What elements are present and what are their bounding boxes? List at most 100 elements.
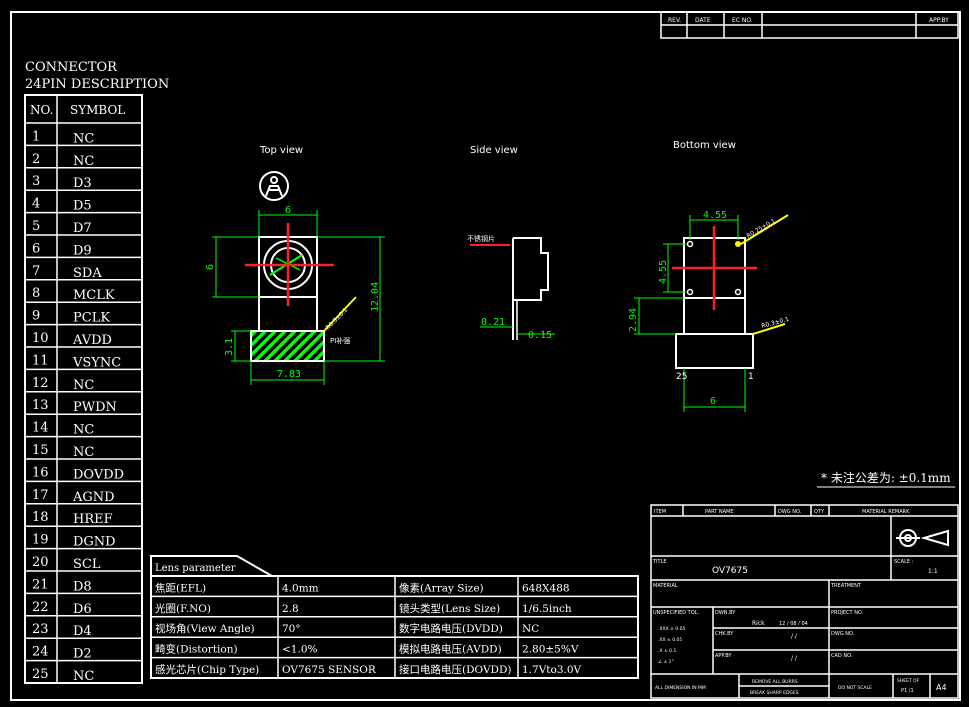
pin-symbol: DGND	[73, 535, 116, 550]
pin-no: 17	[32, 488, 49, 503]
tb-treatment-label: TREATMENT	[830, 583, 862, 589]
lens-cell-k2: 像素(Array Size)	[399, 581, 484, 594]
lens-title: Lens parameter	[155, 563, 236, 574]
lens-cell-v2: 1/6.5inch	[522, 603, 572, 615]
revision-block	[660, 11, 959, 39]
tb-dwg-no: DWG NO.	[778, 509, 802, 515]
lens-cell-v1: 2.8	[282, 603, 299, 615]
pin-no: 12	[32, 376, 49, 391]
bottom-dim-top: 4.55	[703, 210, 727, 221]
pin-symbol: PCLK	[73, 311, 110, 326]
pin-symbol: D6	[73, 602, 92, 617]
tb-sheet-of: SHEET OF	[897, 678, 920, 684]
top-dim-pcb-h: 3.1	[224, 338, 235, 356]
lens-cell-v2: 1.7Vto3.0V	[522, 664, 582, 676]
pin-symbol: NC	[73, 445, 94, 460]
pin-no: 18	[32, 510, 49, 525]
lens-cell-k2: 数字电路电压(DVDD)	[399, 622, 503, 635]
pin-symbol: MCLK	[73, 288, 115, 303]
tb-project-no: PROJECT NO.	[831, 610, 864, 616]
tb-sheet-val: P1 /1	[901, 688, 914, 694]
pin-symbol: HREF	[73, 512, 113, 527]
tb-title-value: OV7675	[712, 566, 748, 576]
bottom-pin-right: 1	[748, 372, 754, 382]
pcb-hatch-area	[250, 330, 325, 362]
projection-symbol-icon	[896, 529, 949, 547]
tb-scale-value: 1:1	[928, 568, 938, 575]
lens-cell-v1: <1.0%	[282, 644, 317, 656]
pin-symbol: NC	[73, 378, 94, 393]
tolerance-note: * 未注公差为: ±0.1mm	[821, 470, 951, 485]
pin-no: 2	[32, 152, 40, 167]
lens-cell-k1: 视场角(View Angle)	[155, 622, 255, 635]
pin-no: 3	[32, 174, 40, 189]
pin-symbol: NC	[73, 669, 94, 684]
tb-edges: BREAK SHARP EDGES	[750, 690, 799, 696]
bottom-dim-width: 6	[710, 396, 716, 407]
bottom-note-a: R0.25±0.1	[746, 218, 777, 240]
pin-symbol: AVDD	[72, 333, 112, 348]
tb-chk-by: CHK.BY	[715, 631, 734, 637]
bottom-view: Bottom view 4.55 4.55	[628, 140, 790, 412]
side-view-label: Side view	[470, 145, 518, 156]
appby-label: APP.BY	[929, 17, 949, 24]
lens-cell-k1: 光圈(F.NO)	[155, 602, 211, 615]
pin-no: 24	[32, 645, 49, 660]
bottom-view-label: Bottom view	[673, 140, 736, 151]
tb-cad-no: CAD NO.	[831, 653, 853, 659]
date-label: DATE	[695, 17, 711, 24]
lens-cell-v1: 70°	[282, 623, 301, 635]
tb-tol-row-1: .XXX ± 0.05	[658, 626, 685, 632]
pin-symbol: D2	[73, 647, 92, 662]
pin-no: 1	[32, 129, 40, 144]
pin-symbol: NC	[73, 131, 94, 146]
top-view-label: Top view	[259, 145, 303, 156]
pin-no: 19	[32, 533, 49, 548]
pin-symbol: SDA	[73, 266, 102, 281]
top-pi-note: PI补强	[330, 336, 350, 345]
pin-symbol: PWDN	[73, 400, 117, 415]
bottom-dim-pcb: 2.94	[628, 308, 639, 332]
ecno-label: EC NO.	[732, 17, 753, 24]
side-note: 不锈钢片	[467, 234, 495, 243]
pin-no: 11	[32, 353, 49, 368]
pin-symbol: VSYNC	[72, 355, 121, 370]
lens-cell-v1: 4.0mm	[282, 582, 319, 594]
pin-no: 4	[32, 197, 40, 212]
lens-cell-k2: 镜头类型(Lens Size)	[399, 602, 500, 615]
top-dim-height: 6	[205, 264, 216, 270]
pin-no: 15	[32, 443, 49, 458]
lens-cell-k2: 模拟电路电压(AVDD)	[399, 643, 502, 656]
pin-col-no: NO.	[30, 103, 53, 117]
tb-dwn-name: Rick	[752, 620, 765, 627]
pin-symbol: DOVDD	[73, 467, 124, 482]
pin-no: 10	[32, 331, 49, 346]
pin-no: 6	[32, 241, 40, 256]
bottom-dim-side: 4.55	[658, 260, 669, 284]
tb-app-date: / /	[791, 655, 798, 662]
pin-symbol: D8	[73, 579, 92, 594]
pin-no: 23	[32, 622, 49, 637]
pin-no: 22	[32, 600, 49, 615]
pin-no: 5	[32, 219, 40, 234]
pin-symbol: D3	[73, 176, 92, 191]
tb-title-label: TITLE	[652, 559, 667, 565]
bottom-pin-left: 25	[676, 372, 687, 382]
lens-cell-v2: NC	[522, 623, 539, 635]
tb-chk-date: / /	[791, 633, 798, 640]
tb-material-remark: MATERIAL REMARK	[862, 509, 910, 515]
pin-symbol: D7	[73, 221, 92, 236]
tb-dim-note: ALL DIMENSION IN MM	[655, 685, 706, 691]
side-outline	[512, 237, 549, 301]
lens-cell-v2: 648X488	[522, 582, 570, 594]
lens-cell-v1: OV7675 SENSOR	[282, 664, 377, 676]
tb-tol-row-2: .XX ± 0.05	[658, 637, 682, 643]
top-view: Top view	[205, 145, 385, 385]
tb-size: A4	[936, 683, 947, 692]
tb-dwg-no-2: DWG NO.	[831, 631, 855, 637]
orientation-symbol	[259, 171, 289, 201]
tb-part-name: PART NAME	[705, 509, 734, 515]
pin-col-symbol: SYMBOL	[70, 103, 125, 117]
